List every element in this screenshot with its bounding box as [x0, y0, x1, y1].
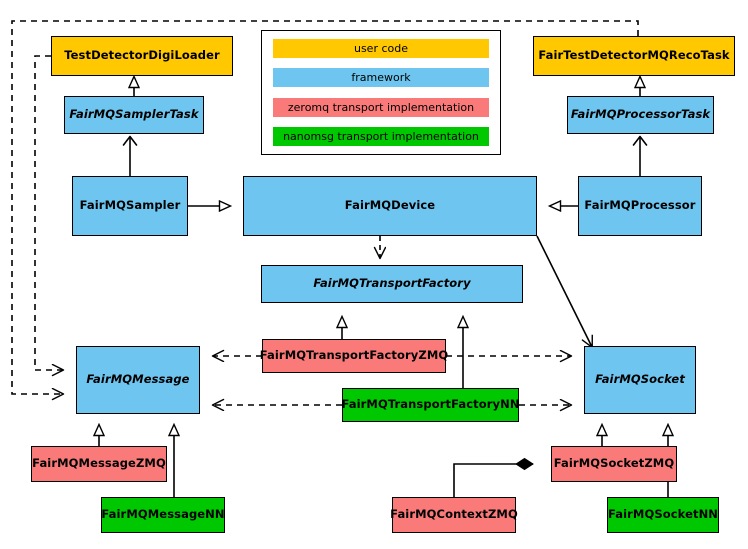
legend-label-nanomsg: nanomsg transport implementation — [283, 129, 479, 143]
legend-item-user-code: user code — [273, 39, 489, 58]
class-node-fairtestdetectormqrecotask[interactable]: FairTestDetectorMQRecoTask — [533, 36, 735, 76]
class-label: FairMQMessage — [86, 372, 190, 387]
class-node-fairmqmessagenn[interactable]: FairMQMessageNN — [101, 497, 225, 533]
class-node-testdetectordigiloader[interactable]: TestDetectorDigiLoader — [51, 36, 233, 76]
class-node-fairmqtransportfactorynn[interactable]: FairMQTransportFactoryNN — [341, 388, 520, 422]
class-label: FairMQSocketNN — [607, 507, 719, 522]
class-label: FairMQTransportFactory — [313, 276, 471, 291]
class-node-fairmqtransportfactory[interactable]: FairMQTransportFactory — [261, 265, 523, 303]
class-label: TestDetectorDigiLoader — [64, 48, 220, 63]
legend-item-nanomsg: nanomsg transport implementation — [273, 126, 489, 146]
class-label: FairMQMessageZMQ — [32, 456, 166, 471]
legend-item-zeromq: zeromq transport implementation — [273, 97, 489, 117]
legend-label-zeromq: zeromq transport implementation — [287, 100, 475, 114]
class-node-fairmqtransportfactoryzmq[interactable]: FairMQTransportFactoryZMQ — [259, 339, 449, 373]
class-label: FairTestDetectorMQRecoTask — [538, 48, 730, 63]
legend-label-framework: framework — [351, 71, 411, 85]
edge-digiloader-to-message — [34, 55, 63, 370]
legend-label-user-code: user code — [353, 42, 409, 55]
edge-contextzmq-to-socketzmq — [453, 457, 534, 497]
edge-processor-to-processortask — [632, 135, 648, 176]
edge-device-to-socket — [536, 235, 592, 347]
class-node-fairmqcontextzmq[interactable]: FairMQContextZMQ — [390, 497, 518, 533]
class-node-fairmqprocessortask[interactable]: FairMQProcessorTask — [567, 96, 714, 134]
class-label: FairMQProcessor — [584, 198, 696, 213]
class-label: FairMQSamplerTask — [69, 107, 199, 122]
edge-sampler-to-samplertask — [122, 135, 138, 176]
class-node-fairmqsamplertask[interactable]: FairMQSamplerTask — [64, 96, 204, 134]
class-node-fairmqprocessor[interactable]: FairMQProcessor — [578, 176, 702, 236]
class-label: FairMQSocket — [595, 372, 685, 387]
class-node-fairmqmessagezmq[interactable]: FairMQMessageZMQ — [31, 446, 167, 482]
class-label: FairMQTransportFactoryNN — [341, 397, 520, 412]
class-node-fairmqsocketnn[interactable]: FairMQSocketNN — [607, 497, 719, 533]
class-label: FairMQDevice — [344, 198, 436, 213]
class-node-fairmqsampler[interactable]: FairMQSampler — [72, 176, 188, 236]
legend: user code framework zeromq transport imp… — [261, 30, 501, 155]
class-node-fairmqdevice[interactable]: FairMQDevice — [243, 176, 537, 236]
class-label: FairMQSampler — [79, 198, 181, 213]
class-label: FairMQMessageNN — [101, 507, 225, 522]
class-node-fairmqsocket[interactable]: FairMQSocket — [584, 346, 696, 414]
class-label: FairMQTransportFactoryZMQ — [259, 348, 449, 363]
class-node-fairmqsocketzmq[interactable]: FairMQSocketZMQ — [551, 446, 677, 482]
class-label: FairMQProcessorTask — [570, 107, 711, 122]
class-node-fairmqmessage[interactable]: FairMQMessage — [76, 346, 200, 414]
legend-item-framework: framework — [273, 68, 489, 88]
class-label: FairMQSocketZMQ — [553, 456, 675, 471]
class-label: FairMQContextZMQ — [390, 507, 518, 522]
